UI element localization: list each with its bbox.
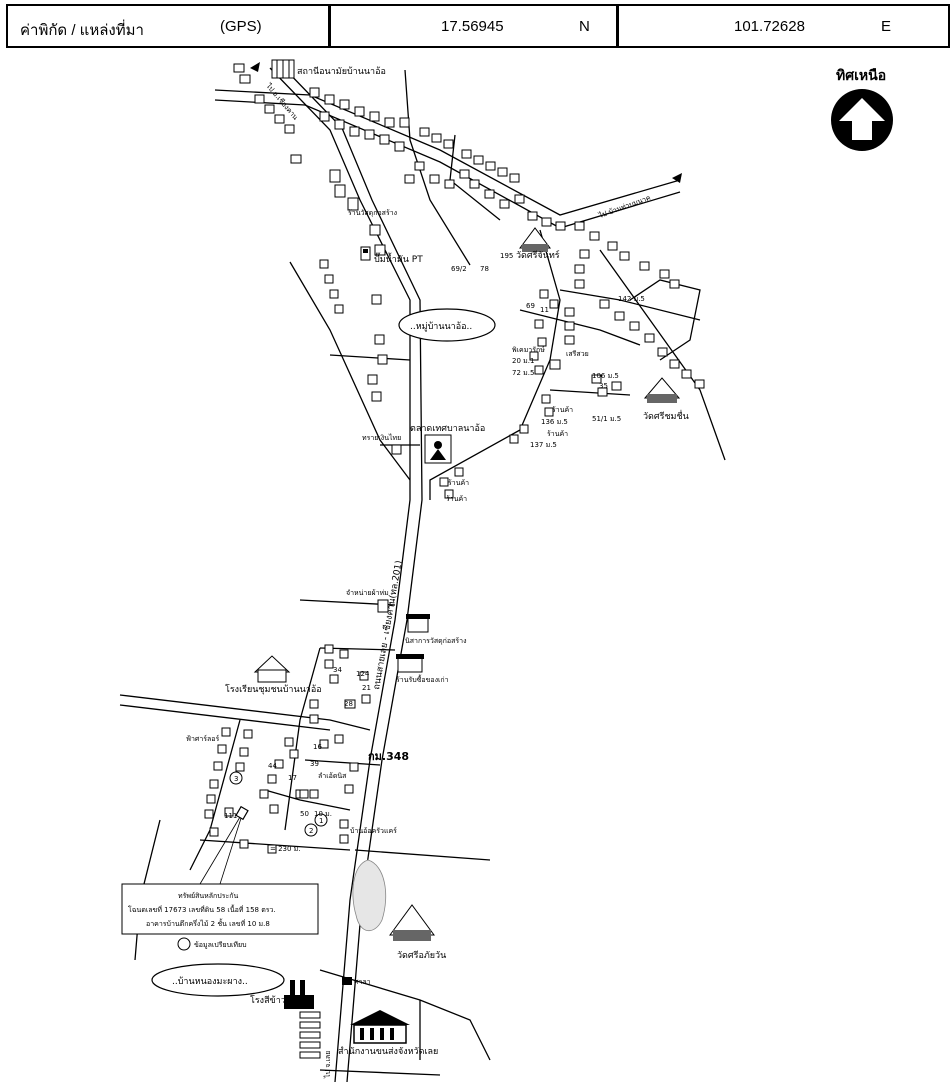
gps-label: (GPS) bbox=[220, 18, 262, 35]
collateral-title: ทรัพย์สินหลักประกัน bbox=[178, 892, 238, 900]
comparable-number: 3 bbox=[234, 775, 238, 783]
road-to-loei-label: ไป จ.เลย bbox=[323, 1051, 332, 1079]
government-office-icon bbox=[350, 1010, 410, 1044]
school-icon bbox=[253, 655, 291, 683]
latitude-direction: N bbox=[579, 18, 590, 35]
market-icon bbox=[424, 434, 452, 464]
house-number: 11 bbox=[540, 306, 549, 314]
coordinate-table: ค่าพิกัด / แหล่งที่มา (GPS) 17.56945 N 1… bbox=[6, 4, 950, 48]
health-station-label: สถานีอนามัยบ้านนาอ้อ bbox=[297, 66, 386, 77]
compare-legend-label: ข้อมูลเปรียบเทียบ bbox=[194, 941, 247, 949]
pt-station-label: ปั๊มน้ำมัน PT bbox=[374, 252, 423, 265]
wat-siphaiwan-label: วัดศรีอภัยวัน bbox=[397, 950, 446, 961]
pond bbox=[352, 859, 387, 932]
village-na-o-ellipse bbox=[398, 308, 496, 342]
wat-sichomchuen-label: วัดศรีชมชื่น bbox=[643, 409, 689, 422]
farm-shop-label: ฟ้าศาร์ลอร์ bbox=[186, 735, 220, 743]
fuel-station-icon bbox=[360, 246, 371, 261]
collateral-parcel bbox=[235, 805, 249, 821]
comparable-marker bbox=[314, 813, 328, 827]
water-shop-label: พิเคมารักษ์ bbox=[512, 346, 545, 354]
bank-label: ทรายเงินไทย bbox=[362, 433, 401, 442]
longitude-cell: 101.72628 E bbox=[619, 6, 948, 46]
village-map[interactable]: ทิศเหนือ ..หมู่บ้านนาอ้อ.. ..บ้านหนองมะผ… bbox=[0, 52, 950, 1082]
village-nongmaphang-ellipse bbox=[151, 963, 285, 997]
house-number: 136 ม.5 bbox=[541, 418, 568, 426]
house-number: 34 bbox=[333, 666, 342, 674]
shop-label: ร้านค้า bbox=[552, 406, 573, 414]
house-number: 69/2 bbox=[451, 265, 467, 273]
hardware-store-icon bbox=[406, 614, 430, 633]
gold-shop-label: ร้านรับซื้อของเก่า bbox=[396, 673, 449, 684]
km-marker-label: กม.348 bbox=[368, 750, 409, 763]
house-number: 20 ม.1 bbox=[512, 357, 534, 365]
buildings bbox=[204, 63, 705, 1059]
temple-icon bbox=[519, 227, 551, 252]
wat-sichan-label: วัดศรีจันทร์ bbox=[516, 249, 560, 261]
collateral-line1: โฉนดเลขที่ 17673 เลขที่ดิน 58 เนื้อที่ 1… bbox=[128, 903, 276, 914]
north-label: ทิศเหนือ bbox=[836, 68, 886, 84]
collateral-pointer bbox=[219, 811, 244, 885]
longitude-direction: E bbox=[881, 18, 892, 35]
hardware-store-label: ร้านวัสดุก่อสร้าง bbox=[348, 209, 397, 217]
sala-label: ศาลา bbox=[354, 978, 371, 986]
comparable-number: 1 bbox=[319, 817, 323, 825]
road-arrow-icon bbox=[672, 173, 682, 183]
house-number: 106 ม.5 bbox=[592, 372, 619, 380]
school-label: โรงเรียนชุมชนบ้านนาอ้อ bbox=[225, 684, 322, 695]
cloth-seller-label: จำหน่ายผ้าห่ม bbox=[346, 589, 389, 597]
comparable-marker bbox=[304, 823, 318, 837]
north-arrow-icon bbox=[831, 89, 893, 151]
latitude-cell: 17.56945 N bbox=[331, 6, 619, 46]
shop-label: ร้านค้า bbox=[446, 495, 467, 503]
factory-icon bbox=[284, 980, 314, 1009]
house-number: 142 ม.5 bbox=[618, 295, 645, 303]
house-number: 21 bbox=[362, 684, 371, 692]
house-number: 111 bbox=[224, 812, 237, 820]
sawai-shop-label: เสรีสวย bbox=[566, 350, 589, 358]
village-nongmaphang-label: ..บ้านหนองมะผาง.. bbox=[172, 976, 248, 987]
coordinate-label: ค่าพิกัด / แหล่งที่มา bbox=[20, 22, 144, 39]
house-number: 72 ม.5 bbox=[512, 369, 534, 377]
longitude-value: 101.72628 bbox=[734, 18, 805, 35]
temple-icon bbox=[643, 377, 681, 403]
house-number: 69 bbox=[526, 302, 535, 310]
hospital-icon bbox=[271, 59, 295, 79]
gold-shop-icon bbox=[396, 654, 424, 673]
house-number: 124 bbox=[356, 670, 370, 678]
house-number: 10 ม. bbox=[314, 810, 332, 818]
house-number: 39 bbox=[310, 760, 319, 768]
siam-shop-label: ลำเอ้ดนิส bbox=[318, 772, 347, 780]
shop-label: ร้านค้า bbox=[448, 479, 469, 487]
house-number: 50 bbox=[300, 810, 309, 818]
compare-legend-icon bbox=[177, 937, 191, 951]
house-number: 35 bbox=[599, 382, 608, 390]
distance-label: = 230 ม. bbox=[270, 845, 301, 853]
house-number: 51/1 ม.5 bbox=[592, 415, 621, 423]
latitude-value: 17.56945 bbox=[441, 18, 504, 35]
north-road-arrow-icon bbox=[250, 62, 260, 72]
market-label: ตลาดเทศบาลนาอ้อ bbox=[410, 423, 485, 434]
comparable-marker bbox=[229, 771, 243, 785]
collateral-pointer bbox=[199, 811, 244, 885]
house-number: 16 bbox=[313, 743, 322, 751]
house-number: 28 bbox=[344, 700, 353, 708]
house-number: 195 bbox=[500, 252, 513, 260]
house-number: 78 bbox=[480, 265, 489, 273]
comparable-number: 2 bbox=[309, 827, 313, 835]
source-cell: ค่าพิกัด / แหล่งที่มา (GPS) bbox=[8, 6, 331, 46]
plant-hardware-label: นิสาการวัสดุก่อสร้าง bbox=[405, 637, 467, 645]
temple-icon bbox=[389, 904, 435, 941]
road-network bbox=[119, 65, 726, 1082]
transport-office-label: สำนักงานขนส่งจังหวัดเลย bbox=[338, 1046, 438, 1057]
rice-mill-label: โรงสีข้าว bbox=[250, 995, 286, 1006]
collateral-box bbox=[121, 883, 319, 935]
house-shop-label: บ้านอ้อครัวแคร์ bbox=[350, 827, 397, 835]
collateral-line2: อาคารบ้านตึกครึ่งไม้ 2 ชั้น เลขที่ 10 ม.… bbox=[146, 917, 270, 928]
village-na-o-label: ..หมู่บ้านนาอ้อ.. bbox=[410, 321, 472, 332]
house-number: 137 ม.5 bbox=[530, 441, 557, 449]
shop-label: ร้านค้า bbox=[547, 430, 568, 438]
house-number: 44 bbox=[268, 762, 277, 770]
house-number: 17 bbox=[288, 774, 297, 782]
